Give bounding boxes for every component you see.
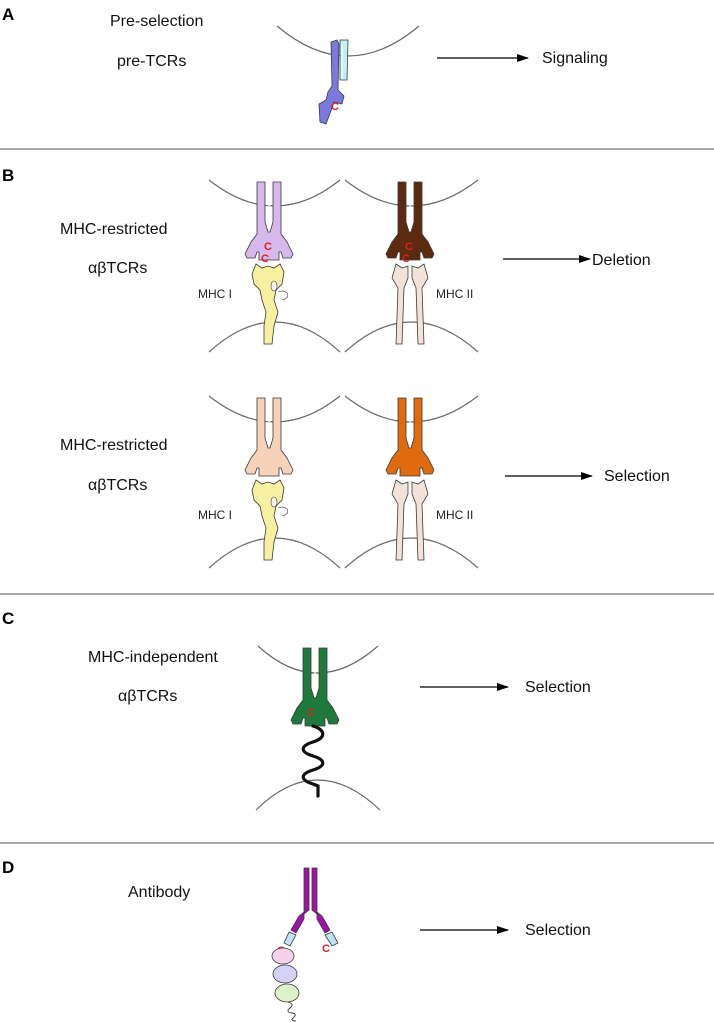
mhc-class-2 <box>391 479 429 561</box>
cell-membrane <box>208 321 341 353</box>
panel-a-outcome: Signaling <box>542 50 608 67</box>
panel-c-letter: C <box>2 609 14 628</box>
cell-membrane <box>344 179 479 207</box>
mhc-class-2 <box>391 263 429 345</box>
tcr-receptor <box>244 397 294 477</box>
panel-d-outcome: Selection <box>525 922 591 939</box>
antibody: C C <box>271 867 339 1022</box>
tcr-receptor <box>290 647 340 727</box>
panel-a: A Pre-selection pre-TCRs C Signaling <box>2 5 608 125</box>
cysteine-label: C <box>261 253 269 265</box>
mhc1-label: MHC I <box>198 287 232 301</box>
panel-d: D Antibody C C Selection <box>2 858 591 1022</box>
cysteine-label: C <box>264 241 272 253</box>
panel-b: B MHC-restricted αβTCRs C C MHC I C C MH… <box>2 166 670 569</box>
mhc2-label: MHC II <box>436 287 473 301</box>
cell-membrane <box>257 645 379 674</box>
cysteine-label: C <box>322 943 330 955</box>
cell-membrane <box>344 321 479 353</box>
panel-a-title: Pre-selection <box>110 13 203 30</box>
mhc2-label: MHC II <box>436 508 473 522</box>
panel-b-selection-outcome: Selection <box>604 468 670 485</box>
cysteine-label: C <box>402 253 410 265</box>
cell-membrane <box>344 395 479 423</box>
panel-b-letter: B <box>2 166 14 185</box>
panel-b-deletion-subtitle: αβTCRs <box>88 260 147 277</box>
panel-a-letter: A <box>2 5 14 24</box>
panel-b-deletion-title: MHC-restricted <box>60 221 168 238</box>
cysteine-label: C <box>307 707 315 719</box>
cell-membrane <box>208 537 341 569</box>
cysteine-label: C <box>331 101 339 113</box>
panel-c-outcome: Selection <box>525 679 591 696</box>
panel-c-subtitle: αβTCRs <box>118 688 177 705</box>
mhc1-label: MHC I <box>198 508 232 522</box>
cell-membrane <box>255 779 381 811</box>
panel-c: C MHC-independent αβTCRs C Selection <box>2 609 591 811</box>
cell-membrane <box>344 537 479 569</box>
mhc-independent-ligand <box>301 724 325 798</box>
tail-icon <box>287 1001 297 1022</box>
panel-b-selection-title: MHC-restricted <box>60 437 168 454</box>
panel-c-title: MHC-independent <box>88 649 218 666</box>
mhc-class-1 <box>251 479 289 561</box>
panel-a-subtitle: pre-TCRs <box>117 53 186 70</box>
mhc-class-1 <box>251 263 289 345</box>
tcr-receptor <box>385 397 435 477</box>
panel-d-letter: D <box>2 858 14 877</box>
pre-tcr-receptor: C <box>318 39 349 125</box>
panel-d-title: Antibody <box>128 884 190 901</box>
panel-b-selection-subtitle: αβTCRs <box>88 477 147 494</box>
panel-b-deletion-outcome: Deletion <box>592 252 651 269</box>
cysteine-label: C <box>405 241 413 253</box>
